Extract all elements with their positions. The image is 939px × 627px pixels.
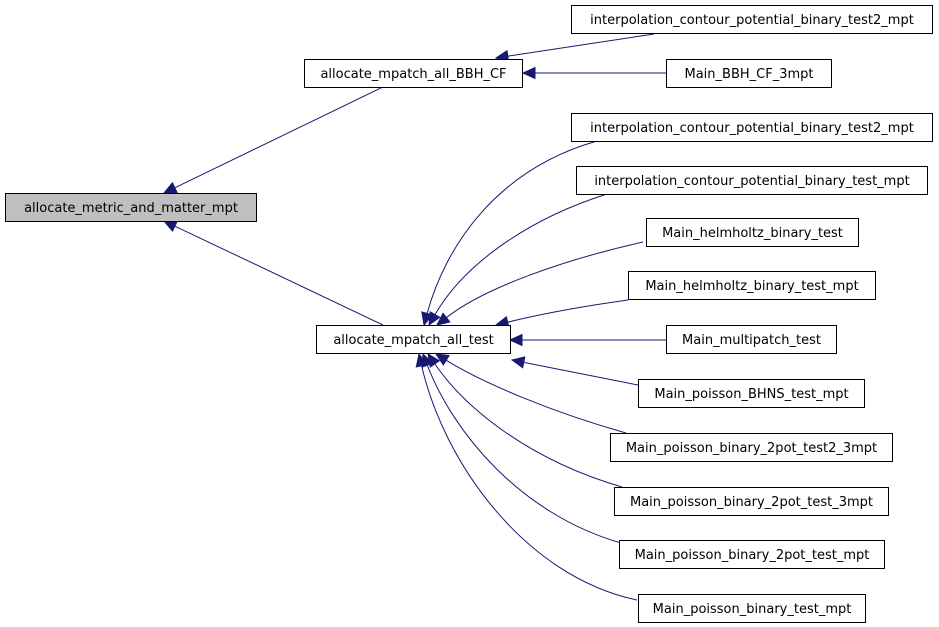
arrowhead bbox=[415, 352, 428, 368]
edge-main-bbh-cf-3mpt-to-allocate-mpatch-all-bbh-cf bbox=[521, 66, 666, 80]
edge-interpolation-contour-potential-binary-test2-mpt-to-allocate-mpatch-all-bbh-cf bbox=[494, 33, 655, 63]
arrowhead bbox=[510, 356, 526, 369]
node-allocate-mpatch-all-test[interactable]: allocate_mpatch_all_test bbox=[316, 325, 511, 354]
node-box bbox=[638, 594, 866, 623]
edge-line bbox=[426, 140, 598, 314]
node-interpolation-contour-potential-binary-test2-mpt[interactable]: interpolation_contour_potential_binary_t… bbox=[571, 113, 933, 142]
arrowhead bbox=[508, 333, 523, 347]
node-box bbox=[638, 379, 865, 408]
node-main-poisson-bhns-test-mpt[interactable]: Main_poisson_BHNS_test_mpt bbox=[638, 379, 865, 408]
node-label: interpolation_contour_potential_binary_t… bbox=[594, 174, 909, 189]
arrowhead bbox=[521, 66, 536, 80]
edge-main-helmholtz-binary-test-to-allocate-mpatch-all-test bbox=[436, 241, 644, 326]
node-label: allocate_mpatch_all_test bbox=[333, 333, 493, 348]
node-label: Main_BBH_CF_3mpt bbox=[685, 67, 814, 82]
node-label: allocate_metric_and_matter_mpt bbox=[24, 201, 238, 216]
edge-line bbox=[426, 365, 622, 544]
arrowhead bbox=[428, 311, 441, 327]
node-main-helmholtz-binary-test-mpt[interactable]: Main_helmholtz_binary_test_mpt bbox=[628, 271, 876, 300]
node-box bbox=[614, 487, 889, 516]
node-box bbox=[571, 113, 933, 142]
node-box bbox=[610, 433, 893, 462]
edge-line bbox=[174, 86, 384, 189]
edge-main-poisson-binary-2pot-test-3mpt-to-allocate-mpatch-all-test bbox=[427, 353, 623, 488]
node-label: Main_poisson_binary_2pot_test_mpt bbox=[635, 548, 870, 563]
node-box bbox=[619, 540, 885, 569]
node-main-poisson-binary-2pot-test-3mpt[interactable]: Main_poisson_binary_2pot_test_3mpt bbox=[614, 487, 889, 516]
edge-interpolation-contour-potential-binary-test2-mpt-to-allocate-mpatch-all-test bbox=[421, 140, 598, 327]
edges-layer bbox=[162, 33, 666, 601]
node-box bbox=[646, 218, 859, 247]
edge-main-poisson-binary-2pot-test-mpt-to-allocate-mpatch-all-test bbox=[421, 352, 622, 544]
edge-allocate-mpatch-all-bbh-cf-to-allocate-metric-and-matter-mpt bbox=[162, 86, 384, 194]
node-box bbox=[5, 193, 257, 222]
edge-line bbox=[445, 359, 627, 434]
edge-line bbox=[446, 241, 644, 318]
nodes-layer: allocate_metric_and_matter_mpt allocate_m… bbox=[5, 5, 933, 623]
edge-main-multipatch-test-to-allocate-mpatch-all-test bbox=[508, 333, 666, 347]
node-main-poisson-binary-test-mpt[interactable]: Main_poisson_binary_test_mpt bbox=[638, 594, 866, 623]
edge-main-helmholtz-binary-test-mpt-to-allocate-mpatch-all-test bbox=[494, 299, 629, 329]
node-box bbox=[576, 166, 928, 195]
node-box bbox=[571, 5, 933, 34]
arrowhead bbox=[162, 181, 178, 194]
node-label: Main_poisson_BHNS_test_mpt bbox=[654, 387, 848, 402]
node-main-multipatch-test[interactable]: Main_multipatch_test bbox=[666, 325, 837, 354]
node-box bbox=[628, 271, 876, 300]
edge-line bbox=[174, 225, 384, 326]
edge-line bbox=[523, 361, 639, 386]
node-interpolation-contour-potential-binary-test-mpt[interactable]: interpolation_contour_potential_binary_t… bbox=[576, 166, 928, 195]
node-main-poisson-binary-2pot-test-mpt[interactable]: Main_poisson_binary_2pot_test_mpt bbox=[619, 540, 885, 569]
node-main-bbh-cf-3mpt[interactable]: Main_BBH_CF_3mpt bbox=[666, 59, 832, 88]
node-label: Main_poisson_binary_test_mpt bbox=[653, 602, 852, 617]
node-label: Main_poisson_binary_2pot_test_3mpt bbox=[630, 495, 873, 510]
node-label: interpolation_contour_potential_binary_t… bbox=[590, 121, 914, 136]
edge-main-poisson-binary-test-mpt-to-allocate-mpatch-all-test bbox=[415, 352, 638, 601]
edge-allocate-mpatch-all-test-to-allocate-metric-and-matter-mpt bbox=[162, 220, 384, 326]
node-label: allocate_mpatch_all_BBH_CF bbox=[320, 67, 506, 82]
node-label: Main_multipatch_test bbox=[682, 333, 821, 348]
node-interpolation-contour-potential-binary-test2-mpt[interactable]: interpolation_contour_potential_binary_t… bbox=[571, 5, 933, 34]
node-label: Main_helmholtz_binary_test bbox=[662, 226, 843, 241]
node-main-poisson-binary-2pot-test2-3mpt[interactable]: Main_poisson_binary_2pot_test2_3mpt bbox=[610, 433, 893, 462]
edge-interpolation-contour-potential-binary-test-mpt-to-allocate-mpatch-all-test bbox=[428, 193, 608, 327]
edge-line bbox=[421, 365, 638, 601]
node-label: interpolation_contour_potential_binary_t… bbox=[590, 13, 914, 28]
node-box bbox=[666, 325, 837, 354]
arrowhead bbox=[162, 220, 178, 233]
arrowhead bbox=[436, 312, 451, 326]
node-allocate-mpatch-all-bbh-cf[interactable]: allocate_mpatch_all_BBH_CF bbox=[304, 59, 523, 88]
node-main-helmholtz-binary-test[interactable]: Main_helmholtz_binary_test bbox=[646, 218, 859, 247]
node-box bbox=[666, 59, 832, 88]
node-allocate-metric-and-matter-mpt: allocate_metric_and_matter_mpt bbox=[5, 193, 257, 222]
edge-main-poisson-binary-2pot-test2-3mpt-to-allocate-mpatch-all-test bbox=[434, 353, 627, 434]
node-label: Main_helmholtz_binary_test_mpt bbox=[645, 279, 858, 294]
node-label: Main_poisson_binary_2pot_test2_3mpt bbox=[626, 441, 877, 456]
edge-line bbox=[507, 33, 655, 57]
edge-line bbox=[434, 363, 623, 488]
node-box bbox=[316, 325, 511, 354]
edge-main-poisson-bhns-test-mpt-to-allocate-mpatch-all-test bbox=[510, 356, 639, 386]
edge-line bbox=[507, 299, 629, 323]
node-box bbox=[304, 59, 523, 88]
edge-line bbox=[434, 193, 608, 315]
arrowhead bbox=[434, 353, 450, 366]
